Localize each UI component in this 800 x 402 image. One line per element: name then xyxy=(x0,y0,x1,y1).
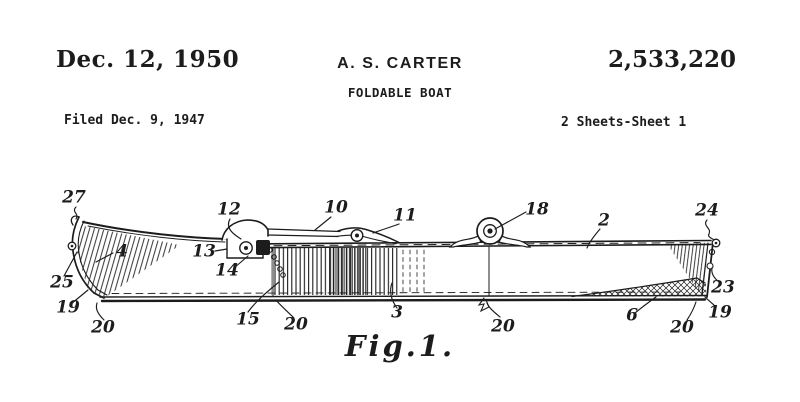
ref-label-20-midleft: 20 xyxy=(284,314,308,335)
figure-caption: Fig.1. xyxy=(344,329,456,363)
ref-label-25: 25 xyxy=(50,272,74,293)
ref-label-18: 18 xyxy=(525,199,549,220)
bow-fittings xyxy=(67,241,77,251)
ref-label-15: 15 xyxy=(236,309,260,330)
ref-label-3: 3 xyxy=(391,302,403,323)
ref-label-20-right: 20 xyxy=(670,317,694,338)
sheet-info: 2 Sheets-Sheet 1 xyxy=(561,115,687,130)
ref-label-6: 6 xyxy=(626,305,638,326)
patent-number: 2,533,220 xyxy=(608,46,737,73)
hatching xyxy=(77,226,709,298)
ref-label-19-right: 19 xyxy=(708,302,732,323)
ref-label-24: 24 xyxy=(695,200,719,221)
ref-label-20-left: 20 xyxy=(91,317,115,338)
filed-date: Filed Dec. 9, 1947 xyxy=(64,113,205,128)
ref-label-11: 11 xyxy=(393,205,417,226)
chain xyxy=(263,240,286,278)
ref-label-23: 23 xyxy=(711,277,735,298)
ref-label-27: 27 xyxy=(62,187,86,208)
ref-label-4: 4 xyxy=(116,241,128,262)
latch-assembly xyxy=(335,227,400,245)
ref-label-19-left: 19 xyxy=(56,297,80,318)
invention-title: FOLDABLE BOAT xyxy=(347,85,453,100)
ref-label-12: 12 xyxy=(217,199,241,220)
ref-label-13: 13 xyxy=(192,241,216,262)
ref-label-10: 10 xyxy=(324,197,348,218)
ref-label-2: 2 xyxy=(598,210,610,231)
inventor-name: A. S. CARTER xyxy=(337,55,463,72)
leader-lines xyxy=(63,206,720,321)
oarlock xyxy=(448,217,532,248)
hull-outline xyxy=(70,215,714,303)
ref-label-20-midright: 20 xyxy=(491,316,515,337)
issue-date: Dec. 12, 1950 xyxy=(56,46,240,73)
ref-label-14: 14 xyxy=(215,260,239,281)
